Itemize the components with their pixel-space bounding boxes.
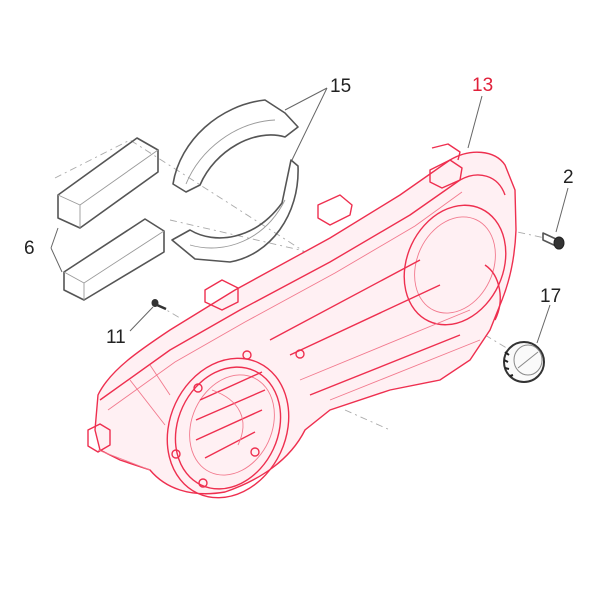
callout-11[interactable]: 11 bbox=[106, 327, 126, 348]
callout-17[interactable]: 17 bbox=[540, 286, 562, 307]
part-2-screw[interactable] bbox=[542, 232, 565, 250]
part-15-pads[interactable] bbox=[171, 99, 299, 263]
leader-lines bbox=[50, 87, 569, 344]
callout-2[interactable]: 2 bbox=[563, 167, 574, 188]
part-11-screw[interactable] bbox=[151, 299, 167, 311]
callout-15[interactable]: 15 bbox=[330, 76, 352, 97]
part-17-cap[interactable] bbox=[503, 341, 545, 383]
callout-13[interactable]: 13 bbox=[472, 75, 494, 96]
part-6-blocks[interactable] bbox=[57, 137, 165, 301]
part-13-transmission-cover[interactable] bbox=[87, 143, 525, 518]
callout-6[interactable]: 6 bbox=[24, 238, 35, 259]
